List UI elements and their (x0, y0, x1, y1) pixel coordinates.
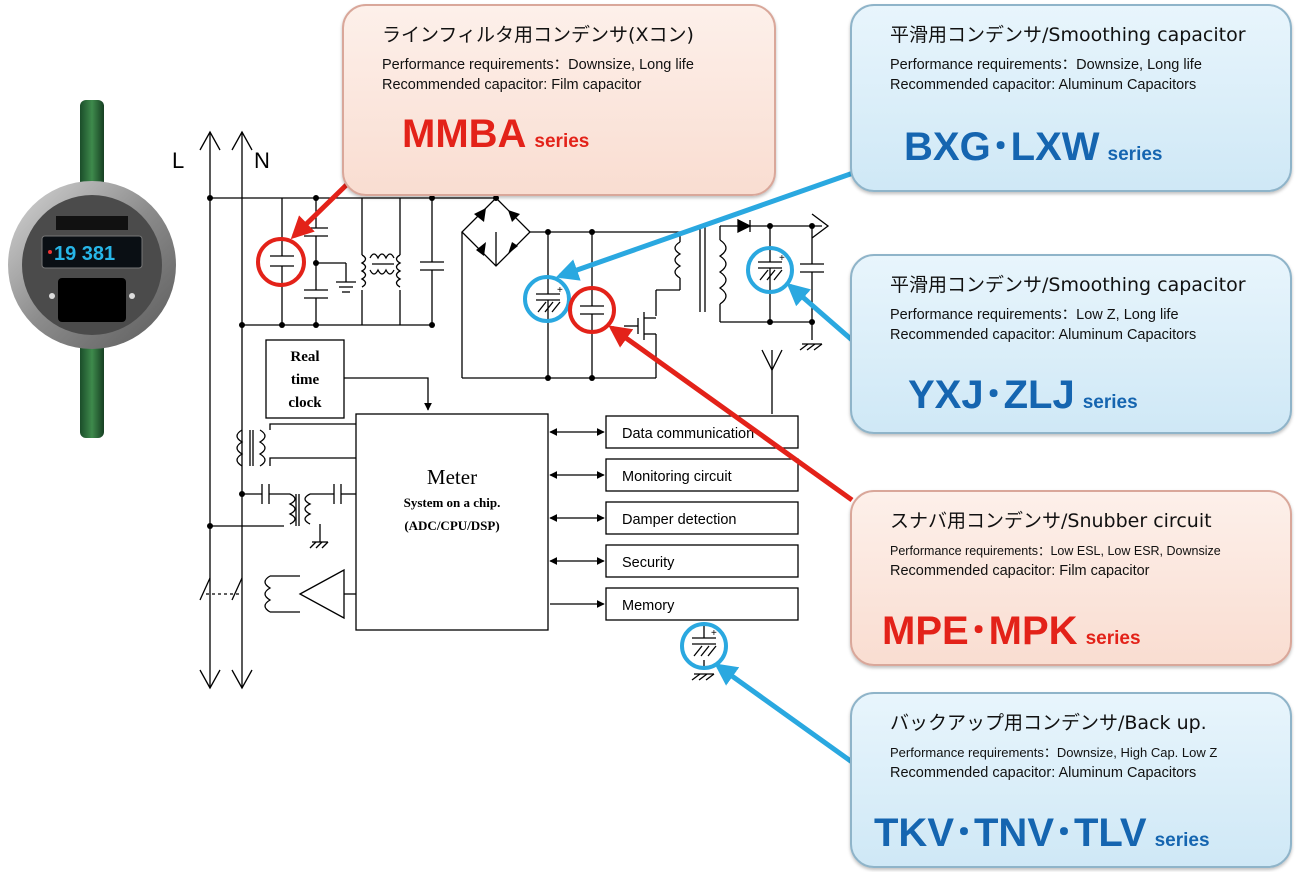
series-suffix: series (1154, 830, 1210, 851)
callout-performance: Performance requirements：Downsize, High … (890, 745, 1218, 760)
callout-backup-capacitor: バックアップ用コンデンサ/Back up. Performance requir… (850, 692, 1292, 868)
series-label: TKV･TNV･TLV series (874, 800, 1210, 858)
meter-subtitle-1: System on a chip. (404, 495, 501, 510)
series-label: BXG･LXW series (904, 114, 1163, 172)
callout-recommended: Recommended capacitor: Aluminum Capacito… (890, 77, 1197, 93)
line-label-n: N (254, 148, 270, 173)
series-suffix: series (1085, 628, 1141, 649)
callout-snubber-capacitor: スナバ用コンデンサ/Snubber circuit Performance re… (850, 490, 1292, 666)
callout-recommended: Recommended capacitor: Aluminum Capacito… (890, 327, 1197, 343)
series-suffix: series (1082, 392, 1138, 413)
series-name: MPE･MPK (882, 609, 1078, 653)
arrow-snubber-cap (608, 325, 854, 503)
callout-performance: Performance requirements：Downsize, Long … (382, 57, 694, 73)
highlight-output-cap (746, 246, 794, 294)
callout-performance: Performance requirements：Low Z, Long lif… (890, 307, 1179, 323)
series-name: YXJ･ZLJ (908, 373, 1075, 417)
callout-recommended: Recommended capacitor: Aluminum Capacito… (890, 765, 1197, 781)
series-suffix: series (534, 131, 590, 152)
svg-text:+: + (557, 285, 563, 296)
rtc-label-line3: clock (288, 395, 322, 411)
svg-text:+: + (711, 628, 717, 639)
callout-performance: Performance requirements：Downsize, Long … (890, 57, 1202, 73)
callout-title: バックアップ用コンデンサ/Back up. (890, 712, 1207, 734)
arrow-bulk-cap (555, 169, 857, 281)
rtc-block: Real time clock (265, 339, 345, 419)
io-security: Security (622, 555, 675, 571)
io-blocks: Data communication Monitoring circuit Da… (605, 415, 799, 621)
io-memory: Memory (622, 598, 675, 614)
smart-meter-illustration: 19 381 (8, 100, 176, 438)
io-damper-detection: Damper detection (622, 512, 736, 528)
highlight-snubber-cap (568, 286, 616, 334)
io-monitoring-circuit: Monitoring circuit (622, 469, 732, 485)
callout-title: スナバ用コンデンサ/Snubber circuit (890, 510, 1212, 532)
series-name: MMBA (402, 112, 527, 156)
arrow-backup-cap (714, 663, 854, 765)
highlight-xcap (256, 237, 306, 287)
svg-text:+: + (779, 253, 785, 264)
circuit-nodes (207, 195, 815, 529)
highlight-bulk-cap (523, 275, 571, 323)
series-name: BXG･LXW (904, 125, 1100, 169)
callout-smoothing-capacitor-1: 平滑用コンデンサ/Smoothing capacitor Performance… (850, 4, 1292, 192)
meter-title: Meter (427, 465, 477, 489)
meter-subtitle-2: (ADC/CPU/DSP) (404, 518, 499, 533)
highlight-backup-cap (680, 622, 728, 670)
io-data-communication: Data communication (622, 426, 754, 442)
series-suffix: series (1107, 144, 1163, 165)
callout-performance: Performance requirements：Low ESL, Low ES… (890, 544, 1221, 558)
meter-soc-block: Meter System on a chip. (ADC/CPU/DSP) (355, 413, 549, 631)
callout-line-filter-capacitor: ラインフィルタ用コンデンサ(Xコン) Performance requireme… (342, 4, 776, 196)
callout-smoothing-capacitor-2: 平滑用コンデンサ/Smoothing capacitor Performance… (850, 254, 1292, 434)
series-label: YXJ･ZLJ series (908, 362, 1138, 420)
rtc-label-line2: time (291, 372, 320, 388)
callout-title: ラインフィルタ用コンデンサ(Xコン) (382, 24, 694, 46)
callout-recommended: Recommended capacitor: Film capacitor (890, 563, 1150, 579)
arrow-output-cap (786, 283, 854, 342)
circuit-wiring (199, 130, 830, 690)
callout-title: 平滑用コンデンサ/Smoothing capacitor (890, 24, 1246, 46)
series-label: MMBA series (402, 112, 589, 157)
callout-title: 平滑用コンデンサ/Smoothing capacitor (890, 274, 1246, 296)
series-label: MPE･MPK series (882, 598, 1141, 656)
callout-recommended: Recommended capacitor: Film capacitor (382, 77, 642, 93)
line-label-l: L (172, 148, 184, 173)
meter-display-text: 19 381 (54, 243, 115, 265)
series-name: TKV･TNV･TLV (874, 811, 1147, 855)
rtc-label-line1: Real (290, 349, 319, 365)
